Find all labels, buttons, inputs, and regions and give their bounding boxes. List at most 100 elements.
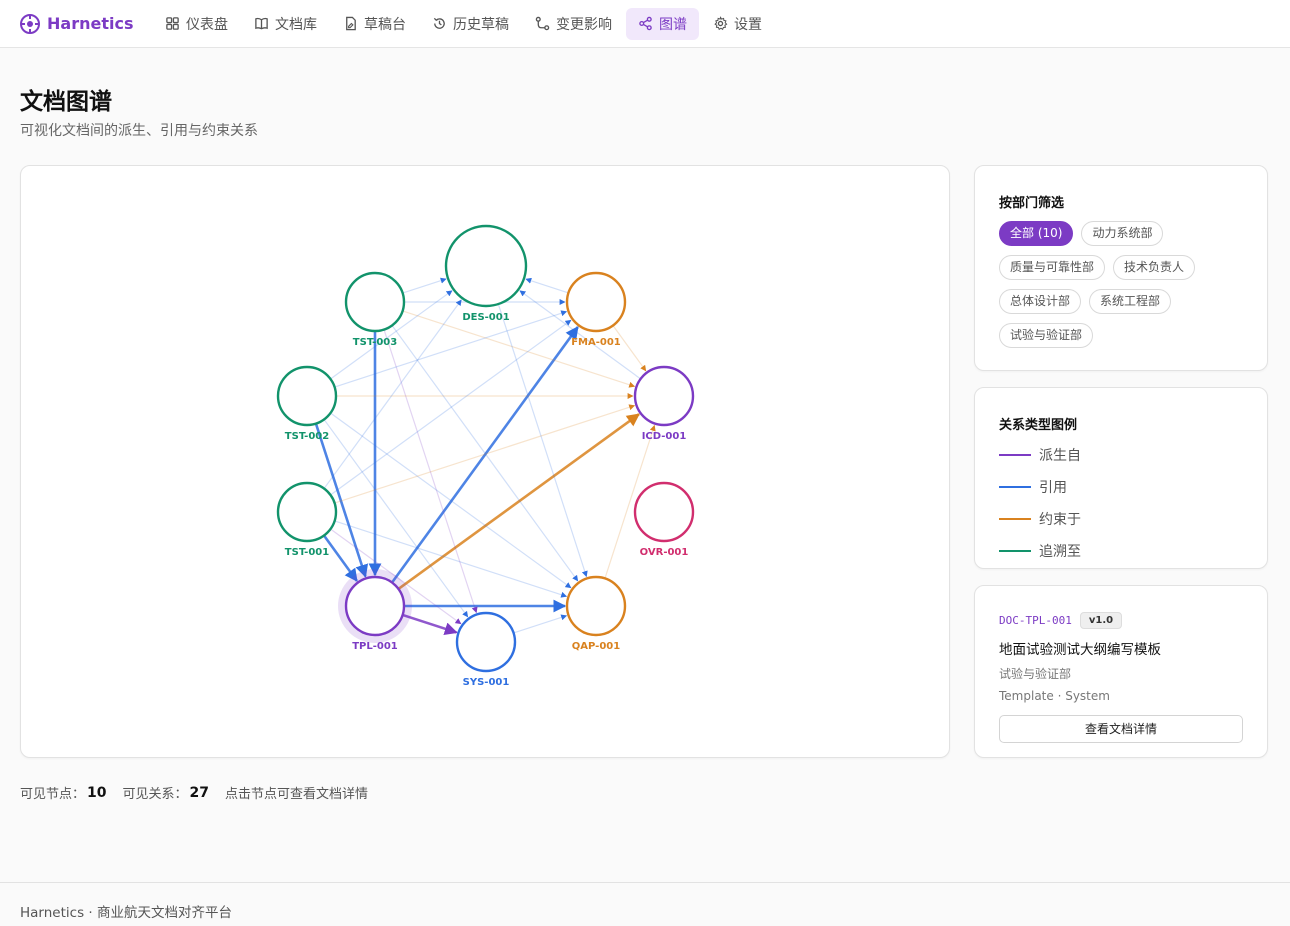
- legend-swatch: [999, 486, 1031, 488]
- filter-chip-test-verification[interactable]: 试验与验证部: [999, 323, 1094, 348]
- filter-chip-systems-eng[interactable]: 系统工程部: [1089, 289, 1172, 314]
- edge-tst-001-to-tpl-001: [322, 534, 358, 582]
- view-document-button[interactable]: 查看文档详情: [999, 715, 1243, 743]
- graph-node-sys-001[interactable]: SYS-001: [455, 611, 517, 688]
- graph-icon: [639, 16, 652, 31]
- brand[interactable]: Harnetics: [19, 13, 153, 35]
- graph-hint: 点击节点可查看文档详情: [225, 787, 369, 802]
- edge-tst-002-to-fma-001: [334, 310, 568, 388]
- relation-legend-card: 关系类型图例 派生自 引用 约束于 追溯至: [974, 387, 1268, 569]
- legend-title: 关系类型图例: [999, 418, 1078, 433]
- app-name: Harnetics: [47, 14, 134, 33]
- edge-tst-001-to-qap-001: [334, 520, 568, 598]
- node-label: ICD-001: [642, 431, 687, 442]
- legend-swatch: [999, 454, 1031, 456]
- doc-title: 地面试验测试大纲编写模板: [999, 642, 1161, 658]
- filter-chip-general-design[interactable]: 总体设计部: [999, 289, 1082, 314]
- edge-tpl-001-to-icd-001: [397, 413, 640, 591]
- nav-label: 草稿台: [364, 16, 406, 33]
- top-navigation-bar: Harnetics 仪表盘 文档库 草稿台 历史草稿 变更影响 图谱 设置: [0, 0, 1290, 48]
- node-circle[interactable]: [565, 271, 627, 333]
- node-label: FMA-001: [571, 337, 621, 348]
- node-circle[interactable]: [444, 224, 528, 308]
- edge-sys-001-to-qap-001: [513, 614, 568, 634]
- visible-nodes-label: 可见节点：: [20, 787, 86, 802]
- doc-department: 试验与验证部: [999, 667, 1072, 681]
- book-icon: [255, 17, 268, 30]
- node-circle[interactable]: [633, 365, 695, 427]
- doc-type: Template · System: [999, 689, 1110, 703]
- graph-node-tst-003[interactable]: TST-003: [344, 271, 406, 348]
- graph-node-ovr-001[interactable]: OVR-001: [633, 481, 695, 558]
- nav-label: 设置: [734, 16, 762, 33]
- nav-change-impact[interactable]: 变更影响: [523, 8, 624, 40]
- edge-tpl-001-to-sys-001: [402, 613, 458, 636]
- node-label: SYS-001: [463, 677, 510, 688]
- graph-node-qap-001[interactable]: QAP-001: [565, 575, 627, 652]
- graph-stats: 可见节点： 10 可见关系： 27 点击节点可查看文档详情: [20, 783, 369, 803]
- graph-node-tpl-001[interactable]: TPL-001: [338, 569, 412, 652]
- edge-fma-001-to-icd-001: [612, 325, 647, 372]
- department-filter-card: 按部门筛选 全部 (10) 动力系统部 质量与可靠性部 技术负责人 总体设计部 …: [974, 165, 1268, 371]
- filter-chip-all[interactable]: 全部 (10): [999, 221, 1074, 246]
- logo-icon: [20, 13, 40, 34]
- graph-node-tst-002[interactable]: TST-002: [276, 365, 338, 442]
- edge-tst-003-to-des-001: [402, 277, 447, 294]
- node-circle[interactable]: [276, 481, 338, 543]
- nav-label: 图谱: [659, 16, 687, 33]
- legend-item-constraint: 约束于: [999, 509, 1243, 529]
- edge-tst-001-to-fma-001: [330, 319, 572, 496]
- document-detail-card: DOC-TPL-001 v1.0 地面试验测试大纲编写模板 试验与验证部 Tem…: [974, 585, 1268, 758]
- filter-chip-quality[interactable]: 质量与可靠性部: [999, 255, 1106, 280]
- legend-label: 引用: [1039, 480, 1067, 496]
- draft-icon: [346, 16, 356, 31]
- filter-chips: 全部 (10) 动力系统部 质量与可靠性部 技术负责人 总体设计部 系统工程部 …: [999, 221, 1249, 357]
- nav-library[interactable]: 文档库: [242, 8, 329, 40]
- node-label: QAP-001: [572, 641, 620, 652]
- nav-graph[interactable]: 图谱: [626, 7, 699, 40]
- edge-tst-002-to-qap-001: [330, 412, 572, 589]
- edge-tst-001-to-icd-001: [334, 404, 636, 504]
- page-title: 文档图谱: [20, 89, 112, 115]
- edge-tpl-001-to-fma-001: [391, 326, 579, 584]
- node-label: TST-001: [285, 547, 329, 558]
- footer: Harnetics · 商业航天文档对齐平台: [0, 882, 1290, 926]
- nav-history[interactable]: 历史草稿: [420, 8, 521, 40]
- route-icon: [535, 16, 550, 31]
- node-circle[interactable]: [276, 365, 338, 427]
- nav-label: 文档库: [275, 16, 317, 33]
- node-circle[interactable]: [344, 271, 406, 333]
- node-circle[interactable]: [344, 575, 406, 637]
- nav-drafts[interactable]: 草稿台: [331, 8, 418, 40]
- filter-chip-propulsion[interactable]: 动力系统部: [1081, 221, 1164, 246]
- gear-icon: [714, 16, 728, 31]
- node-circle[interactable]: [565, 575, 627, 637]
- nav-dashboard[interactable]: 仪表盘: [153, 8, 240, 40]
- graph-node-icd-001[interactable]: ICD-001: [633, 365, 695, 442]
- nav-label: 仪表盘: [186, 16, 228, 33]
- node-label: TST-002: [285, 431, 329, 442]
- legend-item-derived: 派生自: [999, 445, 1243, 465]
- legend-swatch: [999, 518, 1031, 520]
- edge-tst-001-to-des-001: [323, 299, 462, 489]
- nav-settings[interactable]: 设置: [701, 8, 774, 40]
- document-graph[interactable]: DES-001FMA-001ICD-001OVR-001QAP-001SYS-0…: [21, 166, 951, 759]
- edge-tst-003-to-sys-001: [383, 329, 478, 614]
- filter-chip-tech-lead[interactable]: 技术负责人: [1113, 255, 1196, 280]
- node-circle[interactable]: [455, 611, 517, 673]
- node-label: TST-003: [353, 337, 397, 348]
- legend-label: 约束于: [1039, 512, 1081, 528]
- node-circle[interactable]: [633, 481, 695, 543]
- nav-label: 历史草稿: [453, 16, 509, 33]
- graph-node-des-001[interactable]: DES-001: [444, 224, 528, 323]
- legend-item-trace: 追溯至: [999, 541, 1243, 561]
- main-nav: 仪表盘 文档库 草稿台 历史草稿 变更影响 图谱 设置: [153, 7, 776, 40]
- graph-node-tst-001[interactable]: TST-001: [276, 481, 338, 558]
- node-label: TPL-001: [352, 641, 398, 652]
- legend-swatch: [999, 550, 1031, 552]
- nodes-layer: DES-001FMA-001ICD-001OVR-001QAP-001SYS-0…: [276, 224, 695, 688]
- dashboard-icon: [166, 17, 179, 30]
- filter-title: 按部门筛选: [999, 196, 1065, 211]
- visible-edges-label: 可见关系：: [122, 787, 188, 802]
- graph-node-fma-001[interactable]: FMA-001: [565, 271, 627, 348]
